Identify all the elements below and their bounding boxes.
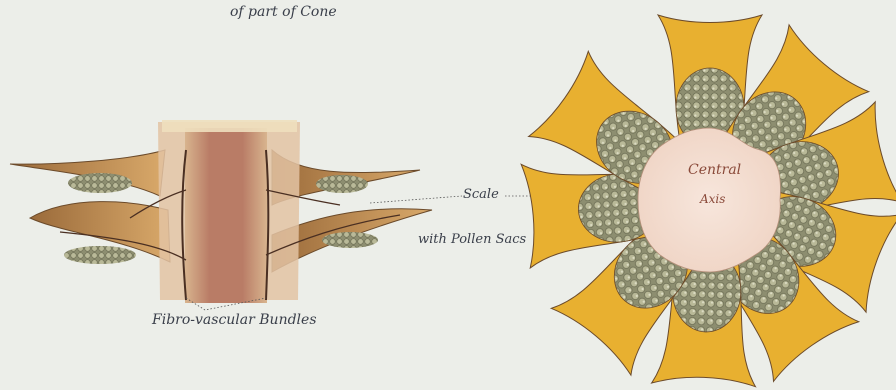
central-column [185,128,267,303]
label-central: Central [688,162,741,178]
label-axis: Axis [700,192,725,206]
pollen-sac [316,175,368,193]
label-scale: Scale [463,187,499,202]
label-pollen-sacs: with Pollen Sacs [418,232,526,247]
pollen-sac [64,246,136,264]
leader-line-scale [370,196,462,203]
figure-caption: of part of Cone [230,4,337,20]
pollen-sac [68,173,132,193]
pollen-sac [322,232,378,248]
label-fibro-vascular-bundles: Fibro-vascular Bundles [152,312,317,328]
longitudinal-section [10,120,548,310]
